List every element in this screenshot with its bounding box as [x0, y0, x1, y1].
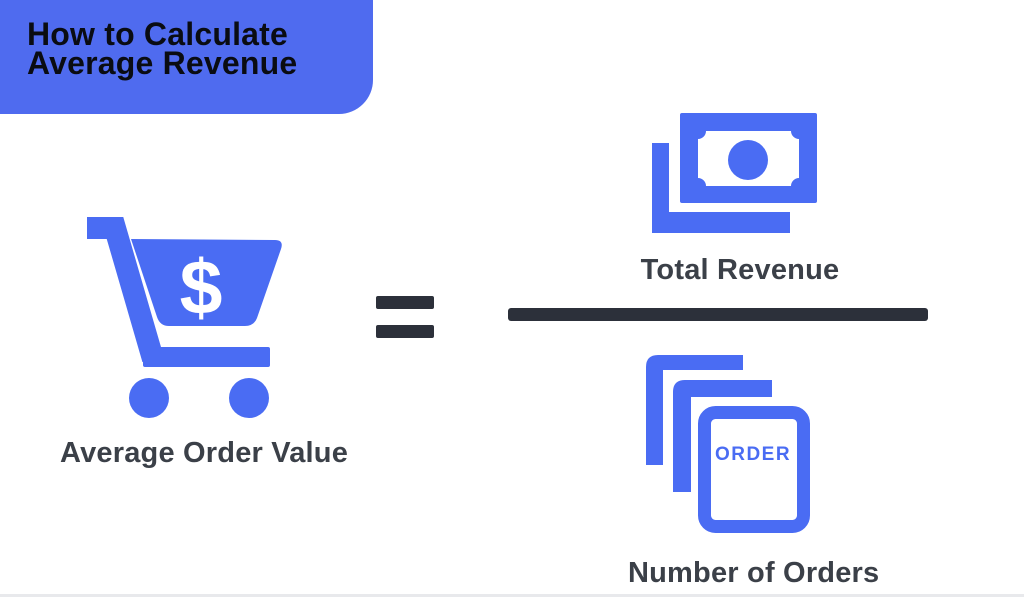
fraction-divider-line [508, 308, 928, 321]
cart-wheel-left [129, 378, 169, 418]
total-revenue-label: Total Revenue [640, 254, 840, 286]
banknote-back-sheet [652, 143, 790, 233]
equals-bar-bottom [376, 325, 434, 338]
dollar-sign: $ [180, 245, 223, 331]
cart-basket [131, 239, 282, 326]
equals-bar-top [376, 296, 434, 309]
order-doc-label: ORDER [715, 444, 791, 465]
average-order-value-label: Average Order Value [60, 437, 349, 469]
title-line-1: How to Calculate [27, 16, 289, 52]
title-badge: How to Calculate Average Revenue [0, 0, 373, 114]
order-doc-front [698, 406, 810, 533]
title-line-2: Average Revenue [27, 45, 298, 81]
order-doc-bracket-back [646, 355, 743, 465]
bottom-edge-artifact [0, 594, 1024, 597]
cart-handle [87, 217, 164, 363]
cart-chassis-bar [143, 347, 270, 367]
number-of-orders-label: Number of Orders [628, 557, 880, 589]
shopping-cart-icon: $ [87, 217, 282, 418]
cart-wheel-right [229, 378, 269, 418]
banknote-coin-circle [728, 140, 768, 180]
equals-sign [376, 296, 434, 339]
banknotes-icon [652, 113, 817, 233]
order-documents-icon: ORDER [646, 355, 810, 533]
order-doc-bracket-middle [673, 380, 772, 492]
